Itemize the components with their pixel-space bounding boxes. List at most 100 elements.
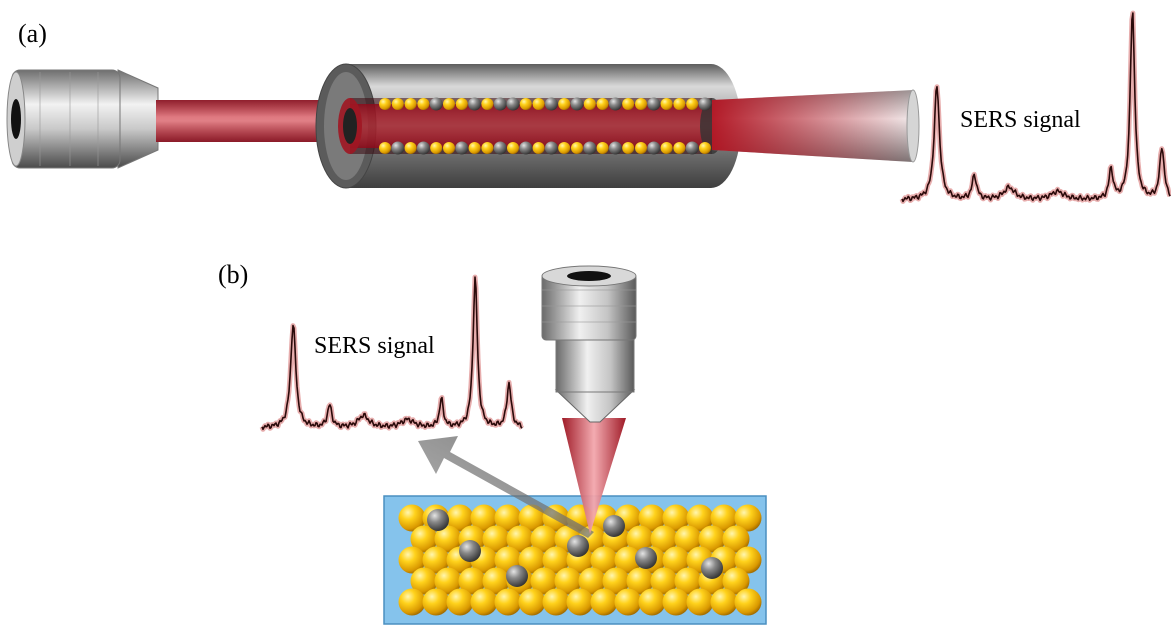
gold-nanoparticle	[734, 504, 762, 532]
gold-nanoparticle	[638, 588, 666, 616]
scatter-arrow-icon	[418, 436, 594, 538]
gold-nanoparticle	[596, 142, 609, 154]
gold-nanoparticle	[554, 567, 582, 595]
gold-nanoparticle	[578, 567, 606, 595]
gold-nanoparticle	[698, 525, 726, 553]
gold-nanoparticle	[542, 588, 570, 616]
spectrum-trace	[901, 12, 1171, 203]
gold-nanoparticle	[710, 588, 738, 616]
gold-nanoparticle	[410, 567, 438, 595]
gold-nanoparticle	[398, 504, 426, 532]
gold-nanoparticle	[434, 525, 462, 553]
gold-nanoparticle	[481, 98, 494, 110]
gold-nanoparticle	[443, 98, 455, 110]
gold-nanoparticle	[602, 567, 630, 595]
spectrum-trace	[261, 276, 523, 431]
gold-nanoparticle	[662, 588, 690, 616]
gold-nanoparticle	[455, 98, 468, 110]
analyte-molecule	[506, 97, 520, 111]
gold-nanoparticle	[590, 588, 618, 616]
analyte-molecule	[459, 540, 481, 562]
gold-nanoparticle	[458, 567, 486, 595]
panel-b-label: (b)	[218, 260, 248, 289]
gold-nanoparticle	[494, 588, 522, 616]
gold-nanoparticle	[660, 98, 673, 110]
substrate-nanoparticles	[398, 504, 762, 616]
analyte-molecule	[608, 97, 622, 111]
gold-nanoparticle	[660, 142, 673, 154]
gold-nanoparticle	[650, 567, 678, 595]
analyte-molecule	[685, 141, 699, 155]
analyte-molecule	[416, 141, 430, 155]
gold-nanoparticle	[614, 546, 642, 574]
gold-nanoparticle	[571, 142, 583, 154]
capillary-nanoparticles	[379, 97, 712, 155]
analyte-molecule	[635, 547, 657, 569]
gold-nanoparticle	[532, 98, 545, 110]
gold-nanoparticle	[722, 567, 750, 595]
gold-nanoparticle	[422, 546, 450, 574]
gold-nanoparticle	[398, 588, 426, 616]
gold-nanoparticle	[558, 98, 571, 110]
analyte-molecule	[427, 509, 449, 531]
gold-nanoparticle	[470, 504, 498, 532]
gold-nanoparticle	[635, 98, 647, 110]
panel-a-signal-label: SERS signal	[960, 107, 1081, 133]
sers-spectrum-a	[899, 10, 1171, 204]
gold-nanoparticle	[470, 588, 498, 616]
gold-nanoparticle	[391, 98, 404, 110]
analyte-molecule	[391, 141, 405, 155]
analyte-molecule	[570, 97, 584, 111]
gold-nanoparticle	[443, 142, 455, 154]
gold-nanoparticle	[673, 98, 686, 110]
gold-nanoparticle	[446, 588, 474, 616]
gold-nanoparticle	[650, 525, 678, 553]
gold-nanoparticle	[481, 142, 494, 154]
gold-nanoparticle	[626, 525, 654, 553]
analyte-molecule	[493, 141, 507, 155]
analyte-molecule	[544, 97, 558, 111]
gold-nanoparticle	[662, 546, 690, 574]
gold-nanoparticle	[622, 98, 635, 110]
gold-nanoparticle	[530, 567, 558, 595]
gold-nanoparticle	[734, 588, 762, 616]
gold-nanoparticle	[614, 588, 642, 616]
capillary-tube-icon	[315, 63, 741, 189]
gold-nanoparticle	[519, 98, 532, 110]
gold-nanoparticle	[398, 546, 426, 574]
gold-nanoparticle	[626, 567, 654, 595]
gold-nanoparticle	[686, 588, 714, 616]
gold-nanoparticle	[622, 142, 635, 154]
gold-nanoparticle	[482, 525, 510, 553]
gold-nanoparticle	[710, 504, 738, 532]
gold-nanoparticle	[446, 504, 474, 532]
gold-nanoparticle	[404, 142, 417, 154]
analyte-molecule	[583, 141, 597, 155]
analyte-molecule	[455, 141, 469, 155]
gold-nanoparticle	[686, 504, 714, 532]
gold-nanoparticle	[662, 504, 690, 532]
analyte-molecule	[429, 97, 443, 111]
gold-nanoparticle	[590, 546, 618, 574]
gold-nanoparticle	[410, 525, 438, 553]
analyte-molecule	[647, 97, 661, 111]
gold-nanoparticle	[722, 525, 750, 553]
gold-nanoparticle	[507, 142, 519, 154]
analyte-molecule	[468, 97, 482, 111]
gold-nanoparticle	[686, 98, 699, 110]
gold-nanoparticle	[734, 546, 762, 574]
analyte-molecule	[493, 97, 507, 111]
analyte-molecule	[698, 97, 712, 111]
gold-nanoparticle	[673, 142, 686, 154]
gold-nanoparticle	[674, 525, 702, 553]
gold-nanoparticle	[379, 142, 391, 154]
analyte-molecule	[544, 141, 558, 155]
gold-nanoparticle	[583, 98, 596, 110]
gold-nanoparticle	[404, 98, 417, 110]
gold-nanoparticle	[506, 525, 534, 553]
gold-nanoparticle	[530, 525, 558, 553]
analyte-molecule	[506, 565, 528, 587]
gold-nanoparticle	[468, 142, 481, 154]
gold-nanoparticle	[494, 504, 522, 532]
